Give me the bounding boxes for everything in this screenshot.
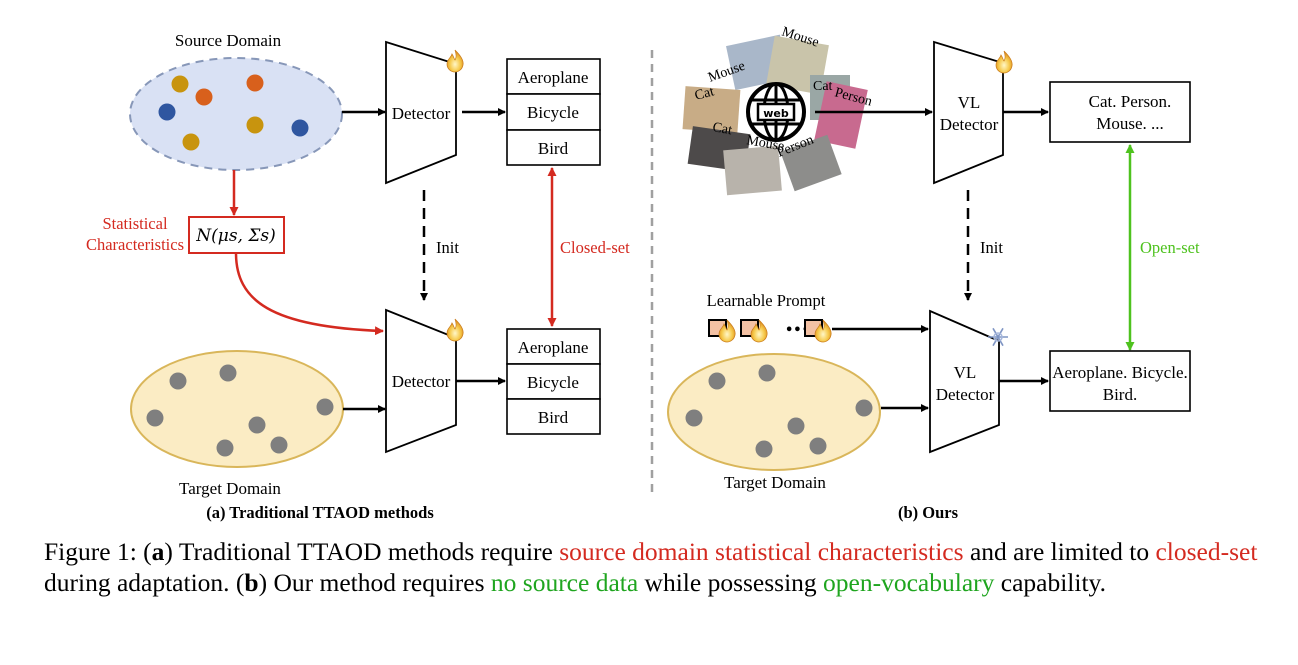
- target-domain-label-a: Target Domain: [179, 479, 281, 498]
- figure-caption: Figure 1: (a) Traditional TTAOD methods …: [44, 537, 1258, 597]
- web-image-thumb: [682, 86, 741, 133]
- detector-bottom-label: Detector: [392, 372, 451, 391]
- web-globe-icon: web: [746, 82, 806, 142]
- web-image-thumb: [780, 134, 842, 192]
- caption-a-marker: a: [151, 537, 165, 566]
- target-point: [316, 398, 334, 416]
- target-points: [685, 364, 873, 458]
- panel-a-subtitle: (a) Traditional TTAOD methods: [206, 503, 434, 522]
- vl-detector-bottom-line2: Detector: [936, 385, 995, 404]
- caption-text: Traditional TTAOD methods require: [172, 537, 560, 566]
- target-point: [248, 416, 266, 434]
- target-point: [169, 372, 187, 390]
- target-point: [855, 399, 873, 417]
- trainable-flame-icon: [446, 49, 464, 73]
- statistical-label-line1: Statistical: [102, 214, 167, 233]
- source-point: [195, 88, 213, 106]
- web-label: web: [763, 107, 789, 120]
- prompt-tokens: •••: [708, 319, 832, 343]
- source-points: [158, 74, 309, 151]
- target-point: [685, 409, 703, 427]
- learnable-prompt-label: Learnable Prompt: [707, 291, 826, 310]
- open-vocab-output-bottom: [1049, 350, 1191, 412]
- init-label-b: Init: [980, 238, 1003, 257]
- class-item: Bicycle: [527, 103, 579, 122]
- web-image-tag: Cat: [813, 79, 833, 94]
- source-domain-label: Source Domain: [175, 31, 282, 50]
- class-item: Aeroplane: [518, 68, 589, 87]
- prompt-ellipsis: •••: [785, 323, 810, 338]
- target-point: [708, 372, 726, 390]
- target-point: [219, 364, 237, 382]
- output-top-line1: Cat. Person.: [1089, 92, 1172, 111]
- target-point: [758, 364, 776, 382]
- open-vocab-output-top: [1049, 81, 1191, 143]
- panel-b-subtitle: (b) Ours: [898, 503, 959, 522]
- class-item: Bird: [538, 408, 569, 427]
- figure-label: Figure 1:: [44, 537, 137, 566]
- init-label-a: Init: [436, 238, 459, 257]
- output-top-line2: Mouse. ...: [1096, 114, 1164, 133]
- closed-set-label: Closed-set: [560, 238, 630, 257]
- caption-text: while possessing: [638, 568, 824, 597]
- target-domain-label-b: Target Domain: [724, 473, 826, 492]
- web-image-collage: Mouse Mouse Cat Cat Person Cat Mouse Per…: [682, 25, 874, 196]
- caption-highlight-green: open-vocabulary: [823, 568, 995, 597]
- vl-detector-bottom: [929, 309, 1000, 454]
- target-point: [755, 440, 773, 458]
- caption-text: during adaptation.: [44, 568, 236, 597]
- trainable-flame-icon: [446, 318, 464, 342]
- caption-highlight-red: source domain statistical characteristic…: [559, 537, 964, 566]
- vl-detector-top-line1: VL: [958, 93, 981, 112]
- figure-diagram: Source Domain Detector Aeroplane Bicycle…: [86, 25, 1200, 522]
- web-image-tag: Cat: [711, 120, 733, 138]
- detector-top: [385, 40, 457, 185]
- vl-detector-top: [933, 40, 1004, 185]
- source-point: [158, 103, 176, 121]
- class-list-top: Aeroplane Bicycle Bird: [506, 58, 601, 166]
- caption-text: capability.: [994, 568, 1107, 597]
- source-point: [182, 133, 200, 151]
- open-set-label: Open-set: [1140, 238, 1200, 257]
- class-item: Bird: [538, 139, 569, 158]
- class-item: Bicycle: [527, 373, 579, 392]
- source-point: [246, 74, 264, 92]
- target-domain-ellipse: [130, 350, 344, 468]
- output-bottom-line1: Aeroplane. Bicycle.: [1052, 363, 1187, 382]
- web-image-tag: Cat: [693, 84, 716, 104]
- trainable-flame-icon: [995, 50, 1013, 74]
- target-point: [146, 409, 164, 427]
- gaussian-box: [188, 216, 285, 254]
- gaussian-formula: N(μs, Σs): [195, 226, 275, 246]
- caption-text: Our method requires: [267, 568, 491, 597]
- vl-detector-top-line2: Detector: [940, 115, 999, 134]
- target-points: [146, 364, 334, 457]
- stats-to-detector-arrow: [234, 252, 384, 336]
- class-list-bottom: Aeroplane Bicycle Bird: [506, 328, 601, 435]
- detector-top-label: Detector: [392, 104, 451, 123]
- target-point: [809, 437, 827, 455]
- web-image-thumb: [814, 81, 868, 149]
- target-point: [787, 417, 805, 435]
- caption-text: and are limited to: [963, 537, 1156, 566]
- target-point: [270, 436, 288, 454]
- target-point: [216, 439, 234, 457]
- caption-highlight-green: no source data: [490, 568, 639, 597]
- class-item: Aeroplane: [518, 338, 589, 357]
- web-image-thumb: [723, 145, 782, 196]
- caption-b-marker: b: [244, 568, 259, 597]
- output-bottom-line2: Bird.: [1103, 385, 1137, 404]
- statistical-label-line2: Characteristics: [86, 235, 184, 254]
- source-point: [171, 75, 189, 93]
- detector-bottom: [385, 308, 457, 454]
- source-point: [246, 116, 264, 134]
- caption-highlight-red: closed-set: [1155, 537, 1258, 566]
- source-point: [291, 119, 309, 137]
- vl-detector-bottom-line1: VL: [954, 363, 977, 382]
